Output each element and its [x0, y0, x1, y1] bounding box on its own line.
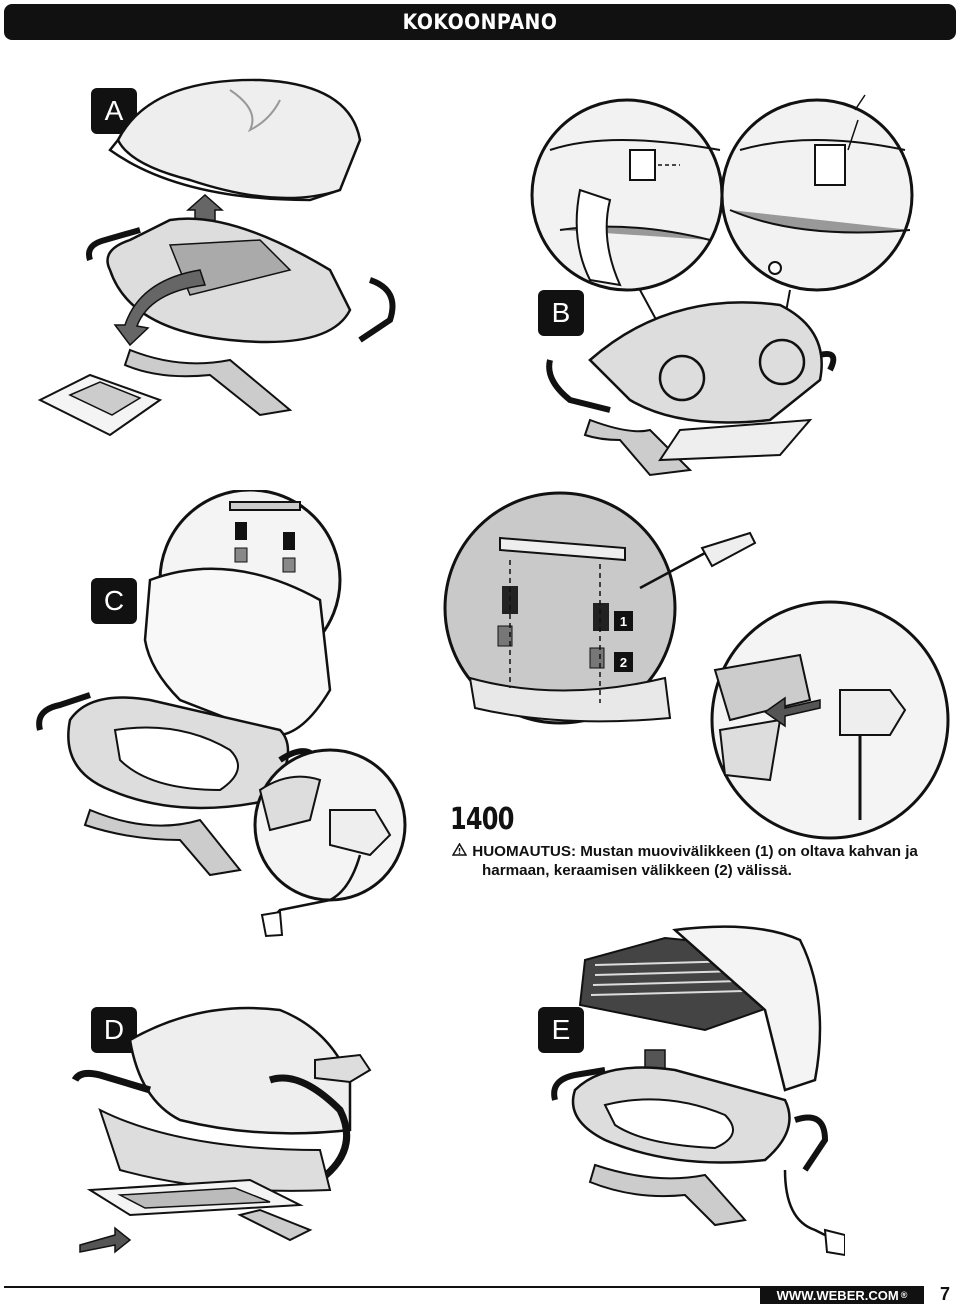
- step-b-illustration: [530, 94, 914, 477]
- step-c-badge: C: [91, 578, 137, 624]
- callout-2: 2: [614, 652, 633, 672]
- step-e-illustration: [551, 925, 845, 1257]
- step-c-illustration: [36, 490, 407, 938]
- step-b-badge: B: [538, 290, 584, 336]
- note-label: HUOMAUTUS:: [472, 843, 577, 860]
- model-number: 1400: [450, 802, 514, 837]
- footer-registered-mark: ®: [900, 1290, 908, 1300]
- header-bar: KOKOONPANO: [4, 4, 956, 40]
- page-title: KOKOONPANO: [402, 10, 558, 34]
- footer-rule: [4, 1286, 924, 1288]
- page-number: 7: [940, 1284, 951, 1304]
- step-e-badge: E: [538, 1007, 584, 1053]
- step-d-illustration: [71, 1006, 372, 1254]
- note-line1: Mustan muovivälikkeen (1) on oltava kahv…: [580, 843, 918, 860]
- step-c-detail-illustration: [443, 491, 757, 725]
- warning-icon: [451, 842, 468, 861]
- step-c-connector-illustration: [710, 600, 950, 840]
- note-block: HUOMAUTUS: Mustan muovivälikkeen (1) on …: [451, 842, 952, 880]
- step-d-badge: D: [91, 1007, 137, 1053]
- note-line2: harmaan, keraamisen välikkeen (2) väliss…: [482, 862, 792, 879]
- footer-url[interactable]: WWW.WEBER.COM ®: [760, 1286, 924, 1304]
- callout-1: 1: [614, 611, 633, 631]
- footer-url-text: WWW.WEBER.COM: [776, 1287, 899, 1303]
- step-a-badge: A: [91, 88, 137, 134]
- step-a-illustration: [37, 78, 396, 437]
